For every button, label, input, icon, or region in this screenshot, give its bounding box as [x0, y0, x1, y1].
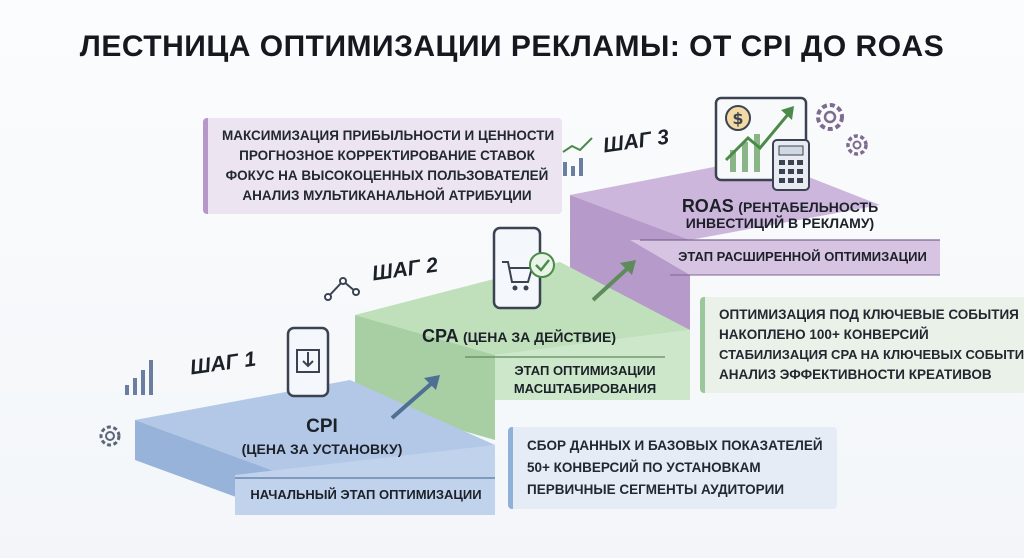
trend-line-icon: [324, 277, 360, 301]
download-phone-icon: [286, 326, 330, 398]
list-item: ФОКУС НА ВЫСОКОЦЕННЫХ ПОЛЬЗОВАТЕЛЕЙ: [225, 168, 549, 183]
step-1-front: [235, 445, 495, 515]
step-3-name-detail-line: ИНВЕСТИЦИЙ В РЕКЛАМУ): [685, 215, 875, 231]
line-chart-icon: [562, 137, 593, 176]
step-3-details-card: МАКСИМИЗАЦИЯ ПРИБЫЛЬНОСТИ И ЦЕННОСТИ ПРО…: [203, 118, 562, 214]
step-1-block: [135, 380, 495, 515]
list-item: ПРОГНОЗНОЕ КОРРЕКТИРОВАНИЕ СТАВОК: [239, 148, 535, 163]
step-2-phase: ЭТАП ОПТИМИЗАЦИИ МАСШТАБИРОВАНИЯ: [490, 362, 680, 398]
list-item: 50+ КОНВЕРСИЙ ПО УСТАНОВКАМ: [527, 460, 761, 475]
step-1-name-detail: (ЦЕНА ЗА УСТАНОВКУ): [241, 441, 403, 457]
step-2-name-detail: (ЦЕНА ЗА ДЕЙСТВИЕ): [463, 329, 616, 345]
arrow-up-right-icon: [591, 260, 636, 302]
list-item: ОПТИМИЗАЦИЯ ПОД КЛЮЧЕВЫЕ СОБЫТИЯ: [719, 307, 1019, 322]
step-2-name: CPA: [422, 326, 458, 346]
step-3-name-detail-line: (РЕНТАБЕЛЬНОСТЬ: [738, 199, 879, 215]
gears-icon: [816, 103, 868, 156]
gear-icon: [99, 425, 121, 447]
step-1-details-card: СБОР ДАННЫХ И БАЗОВЫХ ПОКАЗАТЕЛЕЙ 50+ КО…: [508, 427, 837, 509]
svg-text:$: $: [732, 109, 743, 128]
list-item: ПЕРВИЧНЫЕ СЕГМЕНТЫ АУДИТОРИИ: [527, 482, 785, 497]
list-item: СТАБИЛИЗАЦИЯ CPA НА КЛЮЧЕВЫХ СОБЫТИЯХ: [719, 347, 1024, 362]
step-3-front: [630, 240, 940, 275]
step-2-phase-line: МАСШТАБИРОВАНИЯ: [513, 381, 657, 396]
list-item: СБОР ДАННЫХ И БАЗОВЫХ ПОКАЗАТЕЛЕЙ: [527, 438, 823, 453]
calculator-icon: [772, 139, 810, 191]
step-2-front: [495, 330, 690, 400]
list-item: МАКСИМИЗАЦИЯ ПРИБЫЛЬНОСТИ И ЦЕННОСТИ: [222, 128, 555, 143]
step-2-phase-line: ЭТАП ОПТИМИЗАЦИИ: [514, 363, 656, 378]
page-title: ЛЕСТНИЦА ОПТИМИЗАЦИИ РЕКЛАМЫ: ОТ CPI ДО …: [79, 30, 945, 63]
step-2-details-card: ОПТИМИЗАЦИЯ ПОД КЛЮЧЕВЫЕ СОБЫТИЯ НАКОПЛЕ…: [700, 297, 1024, 393]
step-1-top: [135, 380, 495, 475]
shopping-cart-phone-icon: [492, 226, 555, 310]
step-3-title: ROAS (РЕНТАБЕЛЬНОСТЬ ИНВЕСТИЦИЙ В РЕКЛАМ…: [645, 196, 915, 231]
list-item: НАКОПЛЕНО 100+ КОНВЕРСИЙ: [719, 327, 929, 342]
step-1-name: CPI: [306, 416, 338, 437]
arrow-up-right-icon: [390, 375, 440, 420]
step-3-phase: ЭТАП РАСШИРЕННОЙ ОПТИМИЗАЦИИ: [678, 249, 927, 264]
bar-chart-icon: [125, 360, 153, 395]
step-1-phase: НАЧАЛЬНЫЙ ЭТАП ОПТИМИЗАЦИИ: [250, 487, 482, 502]
list-item: АНАЛИЗ МУЛЬТИКАНАЛЬНОЙ АТРИБУЦИИ: [242, 188, 532, 203]
step-2-title: CPA (ЦЕНА ЗА ДЕЙСТВИЕ): [422, 326, 616, 347]
list-item: АНАЛИЗ ЭФФЕКТИВНОСТИ КРЕАТИВОВ: [719, 367, 992, 382]
step-3-name: ROAS: [681, 196, 734, 216]
